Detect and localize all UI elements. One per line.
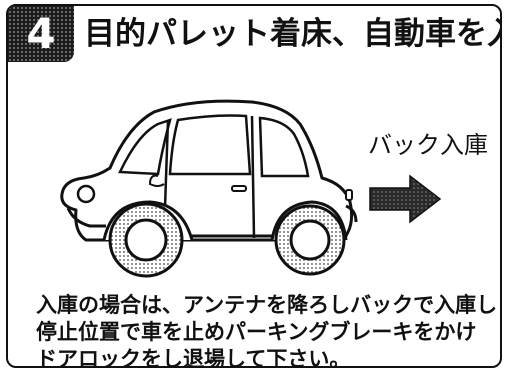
instruction-line-3: ドアロックをし退場して下さい。 [36, 347, 351, 368]
reverse-entry-label: バック入庫 [368, 131, 488, 159]
instruction-text: 入庫の場合は、アンテナを降ろしバックで入庫し 停止位置で車を止めパーキングブレー… [36, 292, 498, 368]
step-title: 目的パレット着床、自動車を入出庫。 [84, 16, 500, 52]
instruction-line-2: 停止位置で車を止めパーキングブレーキをかけ [36, 320, 477, 344]
instruction-line-1: 入庫の場合は、アンテナを降ろしバックで入庫し [36, 293, 498, 317]
car-icon [60, 99, 358, 278]
step-badge: 4 [8, 6, 74, 62]
instruction-panel: 4 目的パレット着床、自動車を入出庫。 [6, 4, 502, 368]
step-number: 4 [26, 9, 56, 58]
arrow-right-icon [369, 174, 442, 224]
